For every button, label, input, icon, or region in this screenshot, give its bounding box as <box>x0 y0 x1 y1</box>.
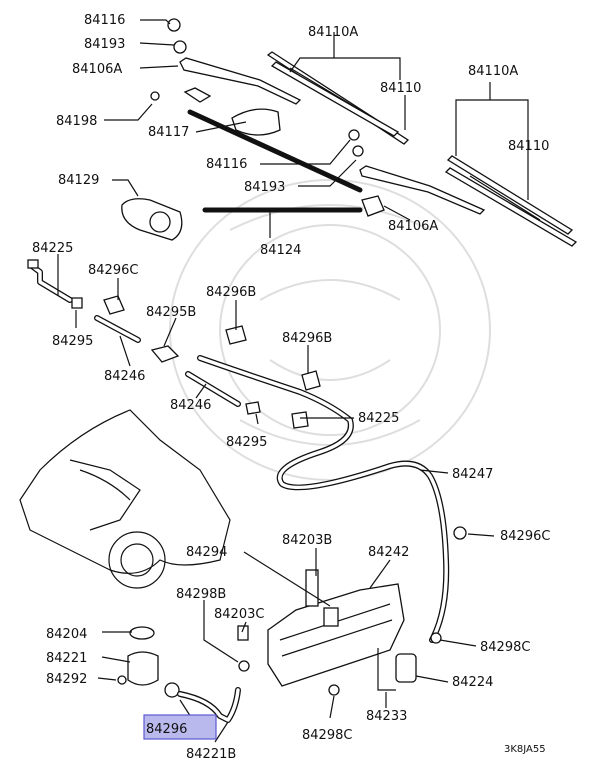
label-84224[interactable]: 84224 <box>452 675 493 690</box>
label-84246-right[interactable]: 84246 <box>170 398 211 413</box>
diagram-code: 3K8JA55 <box>504 744 546 755</box>
label-84106A-left[interactable]: 84106A <box>72 62 122 77</box>
part-labels: 84116 84193 84106A 84110A 84110 84110A 8… <box>32 13 550 762</box>
label-84295B[interactable]: 84295B <box>146 305 196 320</box>
highlight-box-84296 <box>143 714 217 740</box>
label-84129[interactable]: 84129 <box>58 173 99 188</box>
label-84193-lower[interactable]: 84193 <box>244 180 285 195</box>
label-84296B-upper[interactable]: 84296B <box>206 285 256 300</box>
label-84295-upper[interactable]: 84295 <box>52 334 93 349</box>
label-84298C-upper[interactable]: 84298C <box>480 640 530 655</box>
label-84225-lower[interactable]: 84225 <box>358 411 399 426</box>
label-84225-upper[interactable]: 84225 <box>32 241 73 256</box>
label-84221[interactable]: 84221 <box>46 651 87 666</box>
label-84110-right[interactable]: 84110 <box>508 139 549 154</box>
car-outline <box>19 409 231 589</box>
label-84295-lower[interactable]: 84295 <box>226 435 267 450</box>
label-84198[interactable]: 84198 <box>56 114 97 129</box>
label-84242[interactable]: 84242 <box>368 545 409 560</box>
label-84124[interactable]: 84124 <box>260 243 301 258</box>
label-84106A-right[interactable]: 84106A <box>388 219 438 234</box>
label-84296-highlighted[interactable]: 84296 <box>146 722 187 737</box>
label-84204[interactable]: 84204 <box>46 627 87 642</box>
label-84110A-right[interactable]: 84110A <box>468 64 518 79</box>
washer-hoses <box>27 259 467 643</box>
label-84110A-left[interactable]: 84110A <box>308 25 358 40</box>
label-84117[interactable]: 84117 <box>148 125 189 140</box>
label-84233[interactable]: 84233 <box>366 709 407 724</box>
label-84296C-right[interactable]: 84296C <box>500 529 550 544</box>
label-84221B[interactable]: 84221B <box>186 747 236 762</box>
label-84296B-lower[interactable]: 84296B <box>282 331 332 346</box>
label-84298B[interactable]: 84298B <box>176 587 226 602</box>
washer-tank <box>117 569 442 723</box>
label-84203B[interactable]: 84203B <box>282 533 332 548</box>
label-84246-left[interactable]: 84246 <box>104 369 145 384</box>
label-84247[interactable]: 84247 <box>452 467 493 482</box>
label-84292[interactable]: 84292 <box>46 672 87 687</box>
label-84298C-lower[interactable]: 84298C <box>302 728 352 743</box>
label-84110-left[interactable]: 84110 <box>380 81 421 96</box>
label-84116-upper[interactable]: 84116 <box>84 13 125 28</box>
label-84193-upper[interactable]: 84193 <box>84 37 125 52</box>
label-84116-lower[interactable]: 84116 <box>206 157 247 172</box>
watermark <box>169 179 491 481</box>
wiper-assembly <box>121 18 578 247</box>
label-84296C-left[interactable]: 84296C <box>88 263 138 278</box>
leader-lines <box>57 19 529 743</box>
label-84203C[interactable]: 84203C <box>214 607 264 622</box>
label-84294[interactable]: 84294 <box>186 545 227 560</box>
